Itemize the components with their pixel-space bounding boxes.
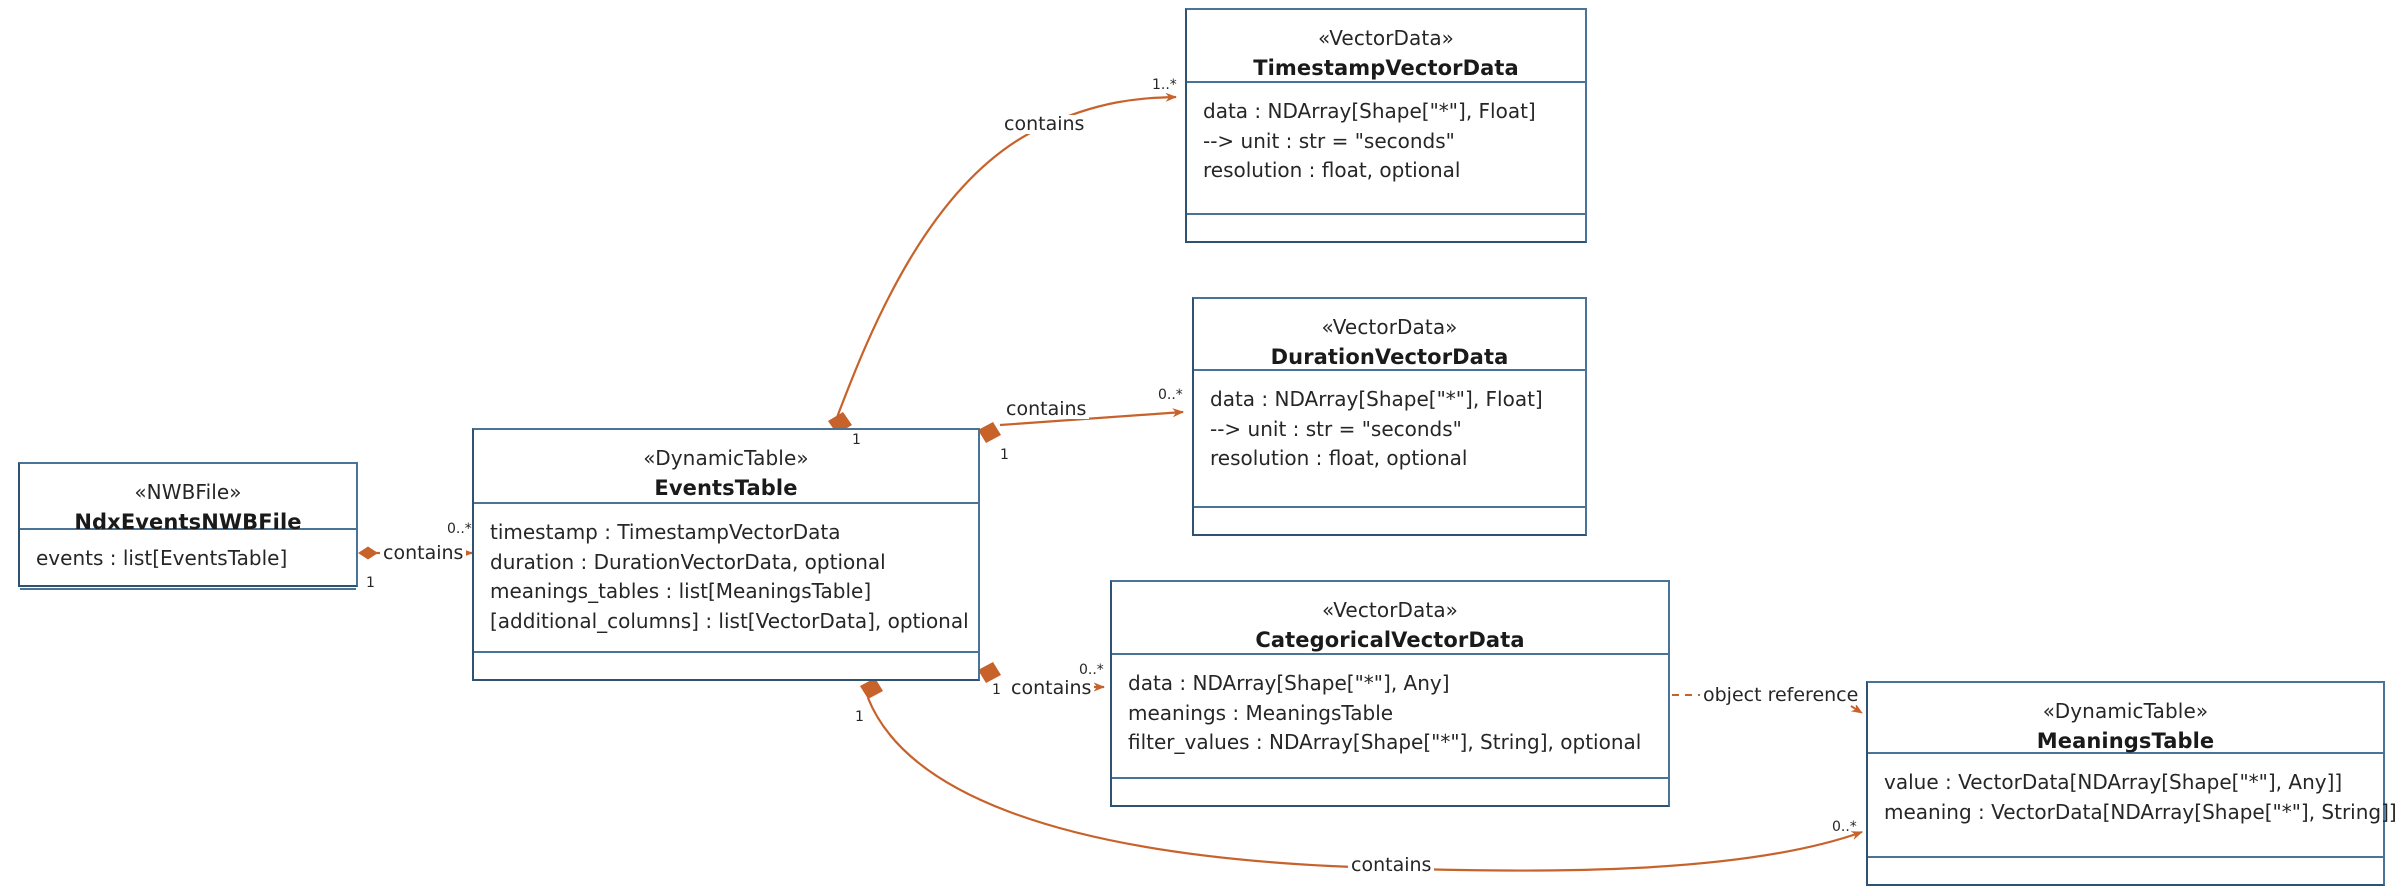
class-operations (474, 653, 978, 679)
class-operations (1194, 508, 1585, 534)
class-header: «VectorData» TimestampVectorData (1187, 10, 1585, 83)
class-box-timestampvectordata[interactable]: «VectorData» TimestampVectorData data : … (1185, 8, 1587, 243)
class-stereotype: «VectorData» (1321, 315, 1458, 339)
class-attribute: events : list[EventsTable] (36, 546, 288, 570)
class-box-durationvectordata[interactable]: «VectorData» DurationVectorData data : N… (1192, 297, 1587, 536)
class-attribute: timestamp : TimestampVectorData (490, 520, 841, 544)
class-attribute: [additional_columns] : list[VectorData],… (490, 608, 969, 633)
class-attribute: data : NDArray[Shape["*"], Float] (1203, 99, 1536, 123)
class-attribute: value : VectorData[NDArray[Shape["*"], A… (1884, 770, 2343, 794)
class-name: EventsTable (654, 476, 798, 500)
class-attributes: timestamp : TimestampVectorData duration… (474, 504, 978, 653)
class-attribute: duration : DurationVectorData, optional (490, 549, 886, 574)
class-attribute: meanings_tables : list[MeaningsTable] (490, 579, 872, 604)
edge-target-multiplicity-eventstable-to-categorical: 0..* (1079, 662, 1104, 678)
edge-source-multiplicity-eventstable-to-timestamp: 1 (852, 432, 861, 448)
class-name: DurationVectorData (1270, 345, 1509, 369)
class-stereotype: «DynamicTable» (643, 446, 809, 470)
edge-source-multiplicity-eventstable-to-duration: 1 (1000, 447, 1009, 463)
class-operations (1112, 779, 1668, 805)
class-attributes: data : NDArray[Shape["*"], Float] --> un… (1194, 371, 1585, 508)
edge-target-multiplicity-eventstable-to-meanings: 0..* (1832, 819, 1857, 835)
class-stereotype: «VectorData» (1321, 598, 1459, 622)
class-name: TimestampVectorData (1253, 56, 1519, 80)
edge-source-multiplicity-eventstable-to-meanings: 1 (855, 709, 864, 725)
class-header: «NWBFile» NdxEventsNWBFile (20, 464, 356, 534)
class-header: «DynamicTable» EventsTable (474, 430, 978, 504)
class-operations (1187, 215, 1585, 241)
class-attributes: value : VectorData[NDArray[Shape["*"], A… (1868, 754, 2397, 858)
edge-target-multiplicity-eventstable-to-duration: 0..* (1158, 387, 1183, 403)
class-attribute: meaning : VectorData[NDArray[Shape["*"],… (1884, 799, 2397, 824)
edge-label-nwbfile-to-eventstable: contains (380, 544, 467, 563)
edge-source-multiplicity-nwbfile-to-eventstable: 1 (366, 575, 375, 591)
class-attribute: data : NDArray[Shape["*"], Any] (1128, 671, 1450, 695)
edge-label-categorical-to-meanings: object reference (1700, 686, 1862, 705)
class-operations (20, 590, 356, 616)
edge-target-multiplicity-nwbfile-to-eventstable: 0..* (447, 521, 472, 537)
edge-source-multiplicity-eventstable-to-categorical: 1 (992, 682, 1001, 698)
class-attribute: data : NDArray[Shape["*"], Float] (1210, 387, 1543, 411)
class-box-categoricalvectordata[interactable]: «VectorData» CategoricalVectorData data … (1110, 580, 1670, 807)
class-name: MeaningsTable (2036, 729, 2215, 753)
class-attribute: resolution : float, optional (1210, 446, 1468, 471)
edge-label-eventstable-to-categorical: contains (1008, 679, 1095, 698)
class-header: «VectorData» CategoricalVectorData (1112, 582, 1668, 655)
class-attribute: --> unit : str = "seconds" (1203, 128, 1455, 153)
edge-label-eventstable-to-meanings: contains (1348, 856, 1435, 875)
class-attributes: data : NDArray[Shape["*"], Float] --> un… (1187, 83, 1585, 215)
class-box-ndxeventsnwbfile[interactable]: «NWBFile» NdxEventsNWBFile events : list… (18, 462, 358, 590)
edge-eventstable-to-timestamp (828, 92, 1177, 434)
edge-label-eventstable-to-timestamp: contains (1001, 115, 1088, 134)
class-header: «VectorData» DurationVectorData (1194, 299, 1585, 371)
class-stereotype: «NWBFile» (134, 480, 242, 504)
class-attribute: filter_values : NDArray[Shape["*"], Stri… (1128, 730, 1642, 755)
class-name: CategoricalVectorData (1255, 628, 1525, 652)
class-header: «DynamicTable» MeaningsTable (1868, 683, 2383, 754)
class-stereotype: «VectorData» (1317, 26, 1455, 50)
class-box-eventstable[interactable]: «DynamicTable» EventsTable timestamp : T… (472, 428, 980, 681)
edge-target-multiplicity-eventstable-to-timestamp: 1..* (1152, 77, 1177, 93)
class-attribute: --> unit : str = "seconds" (1210, 416, 1462, 441)
class-attribute: resolution : float, optional (1203, 158, 1461, 183)
class-attributes: events : list[EventsTable] (20, 530, 356, 590)
class-box-meaningstable[interactable]: «DynamicTable» MeaningsTable value : Vec… (1866, 681, 2397, 886)
edge-label-eventstable-to-duration: contains (1003, 400, 1090, 419)
class-name: NdxEventsNWBFile (74, 510, 302, 534)
class-attributes: data : NDArray[Shape["*"], Any] meanings… (1112, 655, 1668, 779)
class-stereotype: «DynamicTable» (2042, 699, 2209, 723)
class-attribute: meanings : MeaningsTable (1128, 700, 1394, 725)
class-operations (1868, 858, 2383, 884)
